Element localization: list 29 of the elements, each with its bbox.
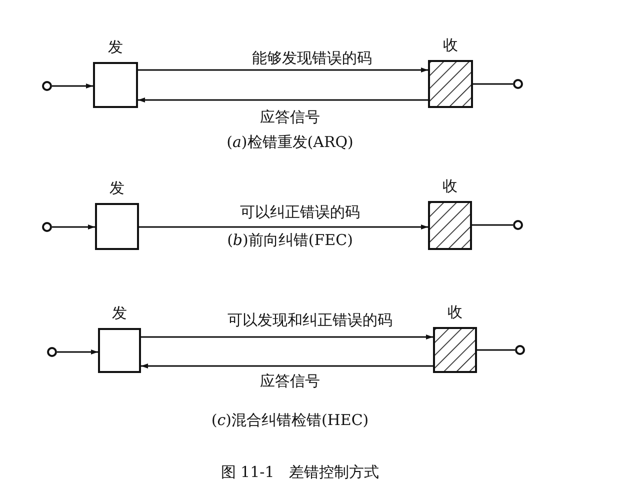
edge-label: 可以纠正错误的码 <box>238 203 362 221</box>
node-heading: 发 <box>108 38 123 56</box>
terminal-circle <box>513 220 523 230</box>
arrow <box>138 68 428 72</box>
edge-label: 应答信号 <box>258 108 322 126</box>
subfigure-caption: (a)检错重发(ARQ) <box>226 133 354 151</box>
terminal-circle <box>513 79 523 89</box>
edge-label: 可以发现和纠正错误的码 <box>226 311 394 329</box>
arrow <box>52 84 93 88</box>
arrow <box>52 224 95 230</box>
terminal-circle <box>515 345 525 355</box>
terminal-circle <box>42 222 52 232</box>
arrow <box>138 98 428 102</box>
figure-caption: 图 11-1 差错控制方式 <box>220 463 380 481</box>
terminal-circle <box>47 347 57 357</box>
node-heading: 收 <box>443 36 458 54</box>
arrow <box>139 224 428 230</box>
subfigure-caption: (b)前向纠错(FEC) <box>227 231 353 249</box>
arrow <box>57 350 98 354</box>
node-heading: 发 <box>112 304 127 322</box>
subfigure-caption: (c)混合纠错检错(HEC) <box>211 411 369 429</box>
node-heading: 发 <box>110 179 124 197</box>
terminal-circle <box>42 81 52 91</box>
edge-label: 能够发现错误的码 <box>250 49 374 67</box>
node-heading: 收 <box>448 303 462 321</box>
edge-label: 应答信号 <box>258 372 322 390</box>
arrow <box>141 334 433 340</box>
node-heading: 收 <box>442 177 458 195</box>
arrow <box>141 364 433 368</box>
